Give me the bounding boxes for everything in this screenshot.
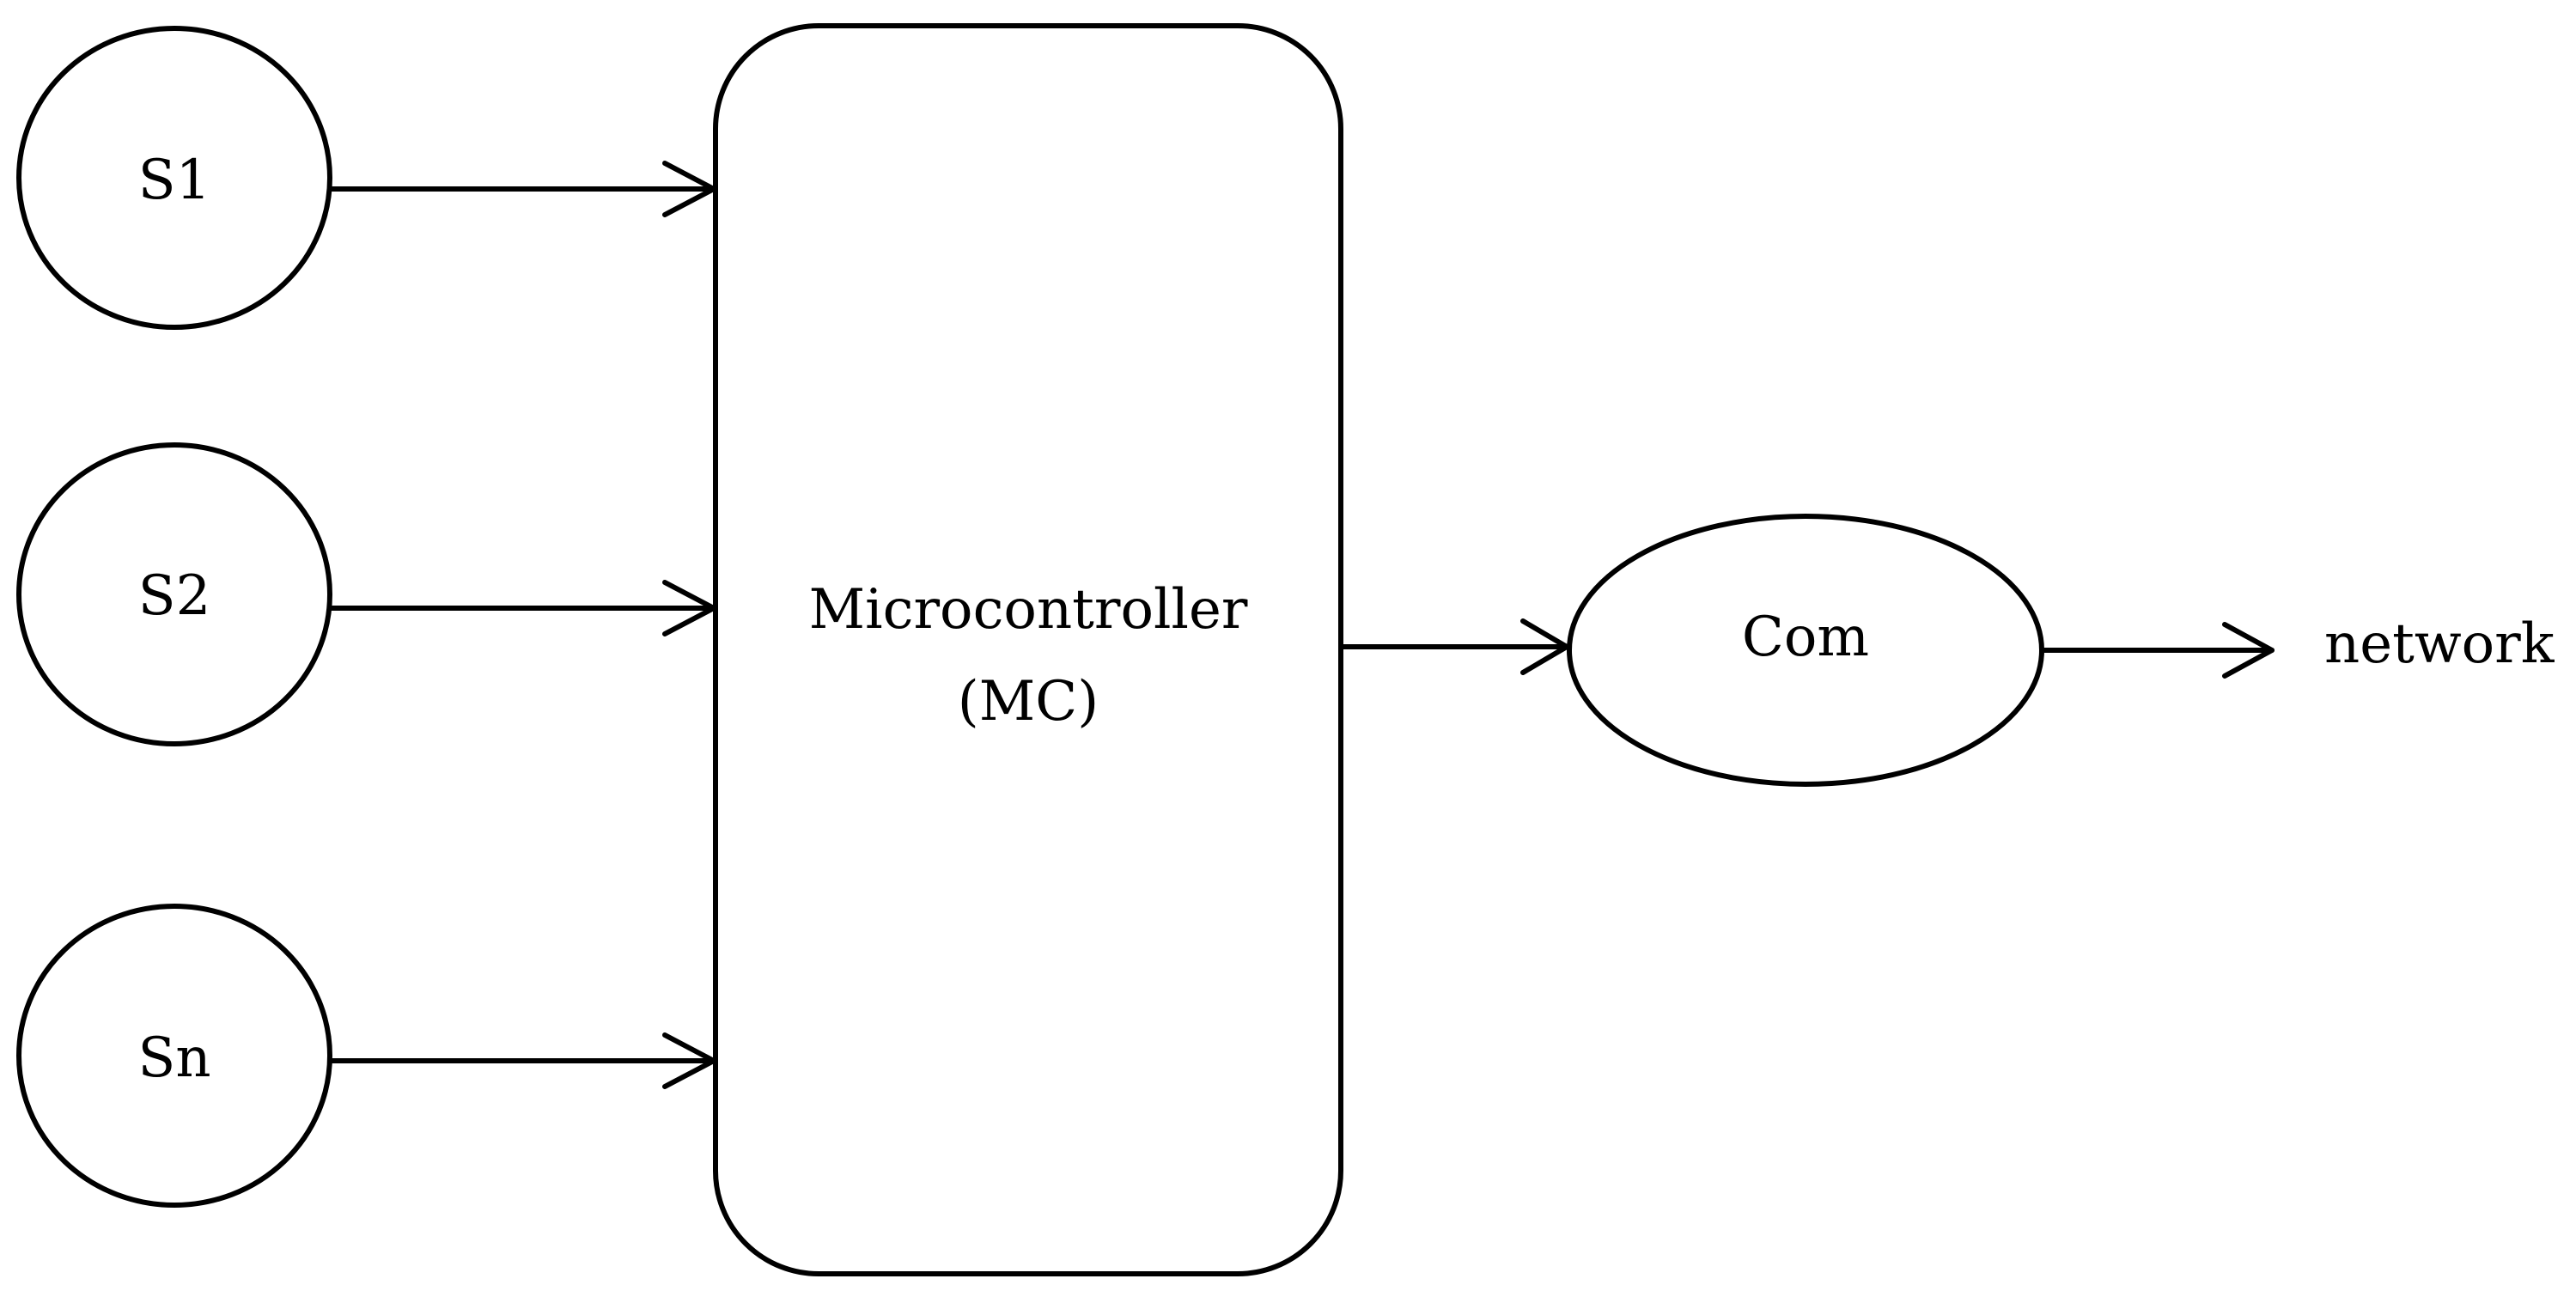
sensor-node-s1: S1: [16, 26, 332, 330]
network-label: network: [2324, 612, 2555, 676]
sensor-node-s2: S2: [16, 442, 332, 746]
arrow-mc-to-com: [1340, 618, 1569, 675]
arrow-sn-to-mc: [329, 1032, 716, 1089]
sensor-sn-label: Sn: [137, 1026, 210, 1090]
arrow-s1-to-mc: [329, 161, 716, 217]
sensor-node-sn: Sn: [16, 904, 332, 1208]
microcontroller-label: Microcontroller: [809, 578, 1248, 642]
microcontroller-block: Microcontroller (MC): [713, 23, 1343, 1276]
microcontroller-box: [713, 23, 1343, 1276]
com-node: Com: [1567, 514, 2044, 787]
arrow-com-to-network: [2041, 622, 2275, 679]
sensor-sn-circle: [16, 904, 332, 1208]
sensor-s1-circle: [16, 26, 332, 330]
sensor-s2-label: S2: [138, 564, 211, 628]
microcontroller-abbrev-label: (MC): [958, 670, 1099, 734]
com-label: Com: [1742, 606, 1869, 669]
arrow-s2-to-mc: [329, 580, 716, 636]
sensor-s1-label: S1: [138, 149, 211, 212]
sensor-s2-circle: [16, 442, 332, 746]
